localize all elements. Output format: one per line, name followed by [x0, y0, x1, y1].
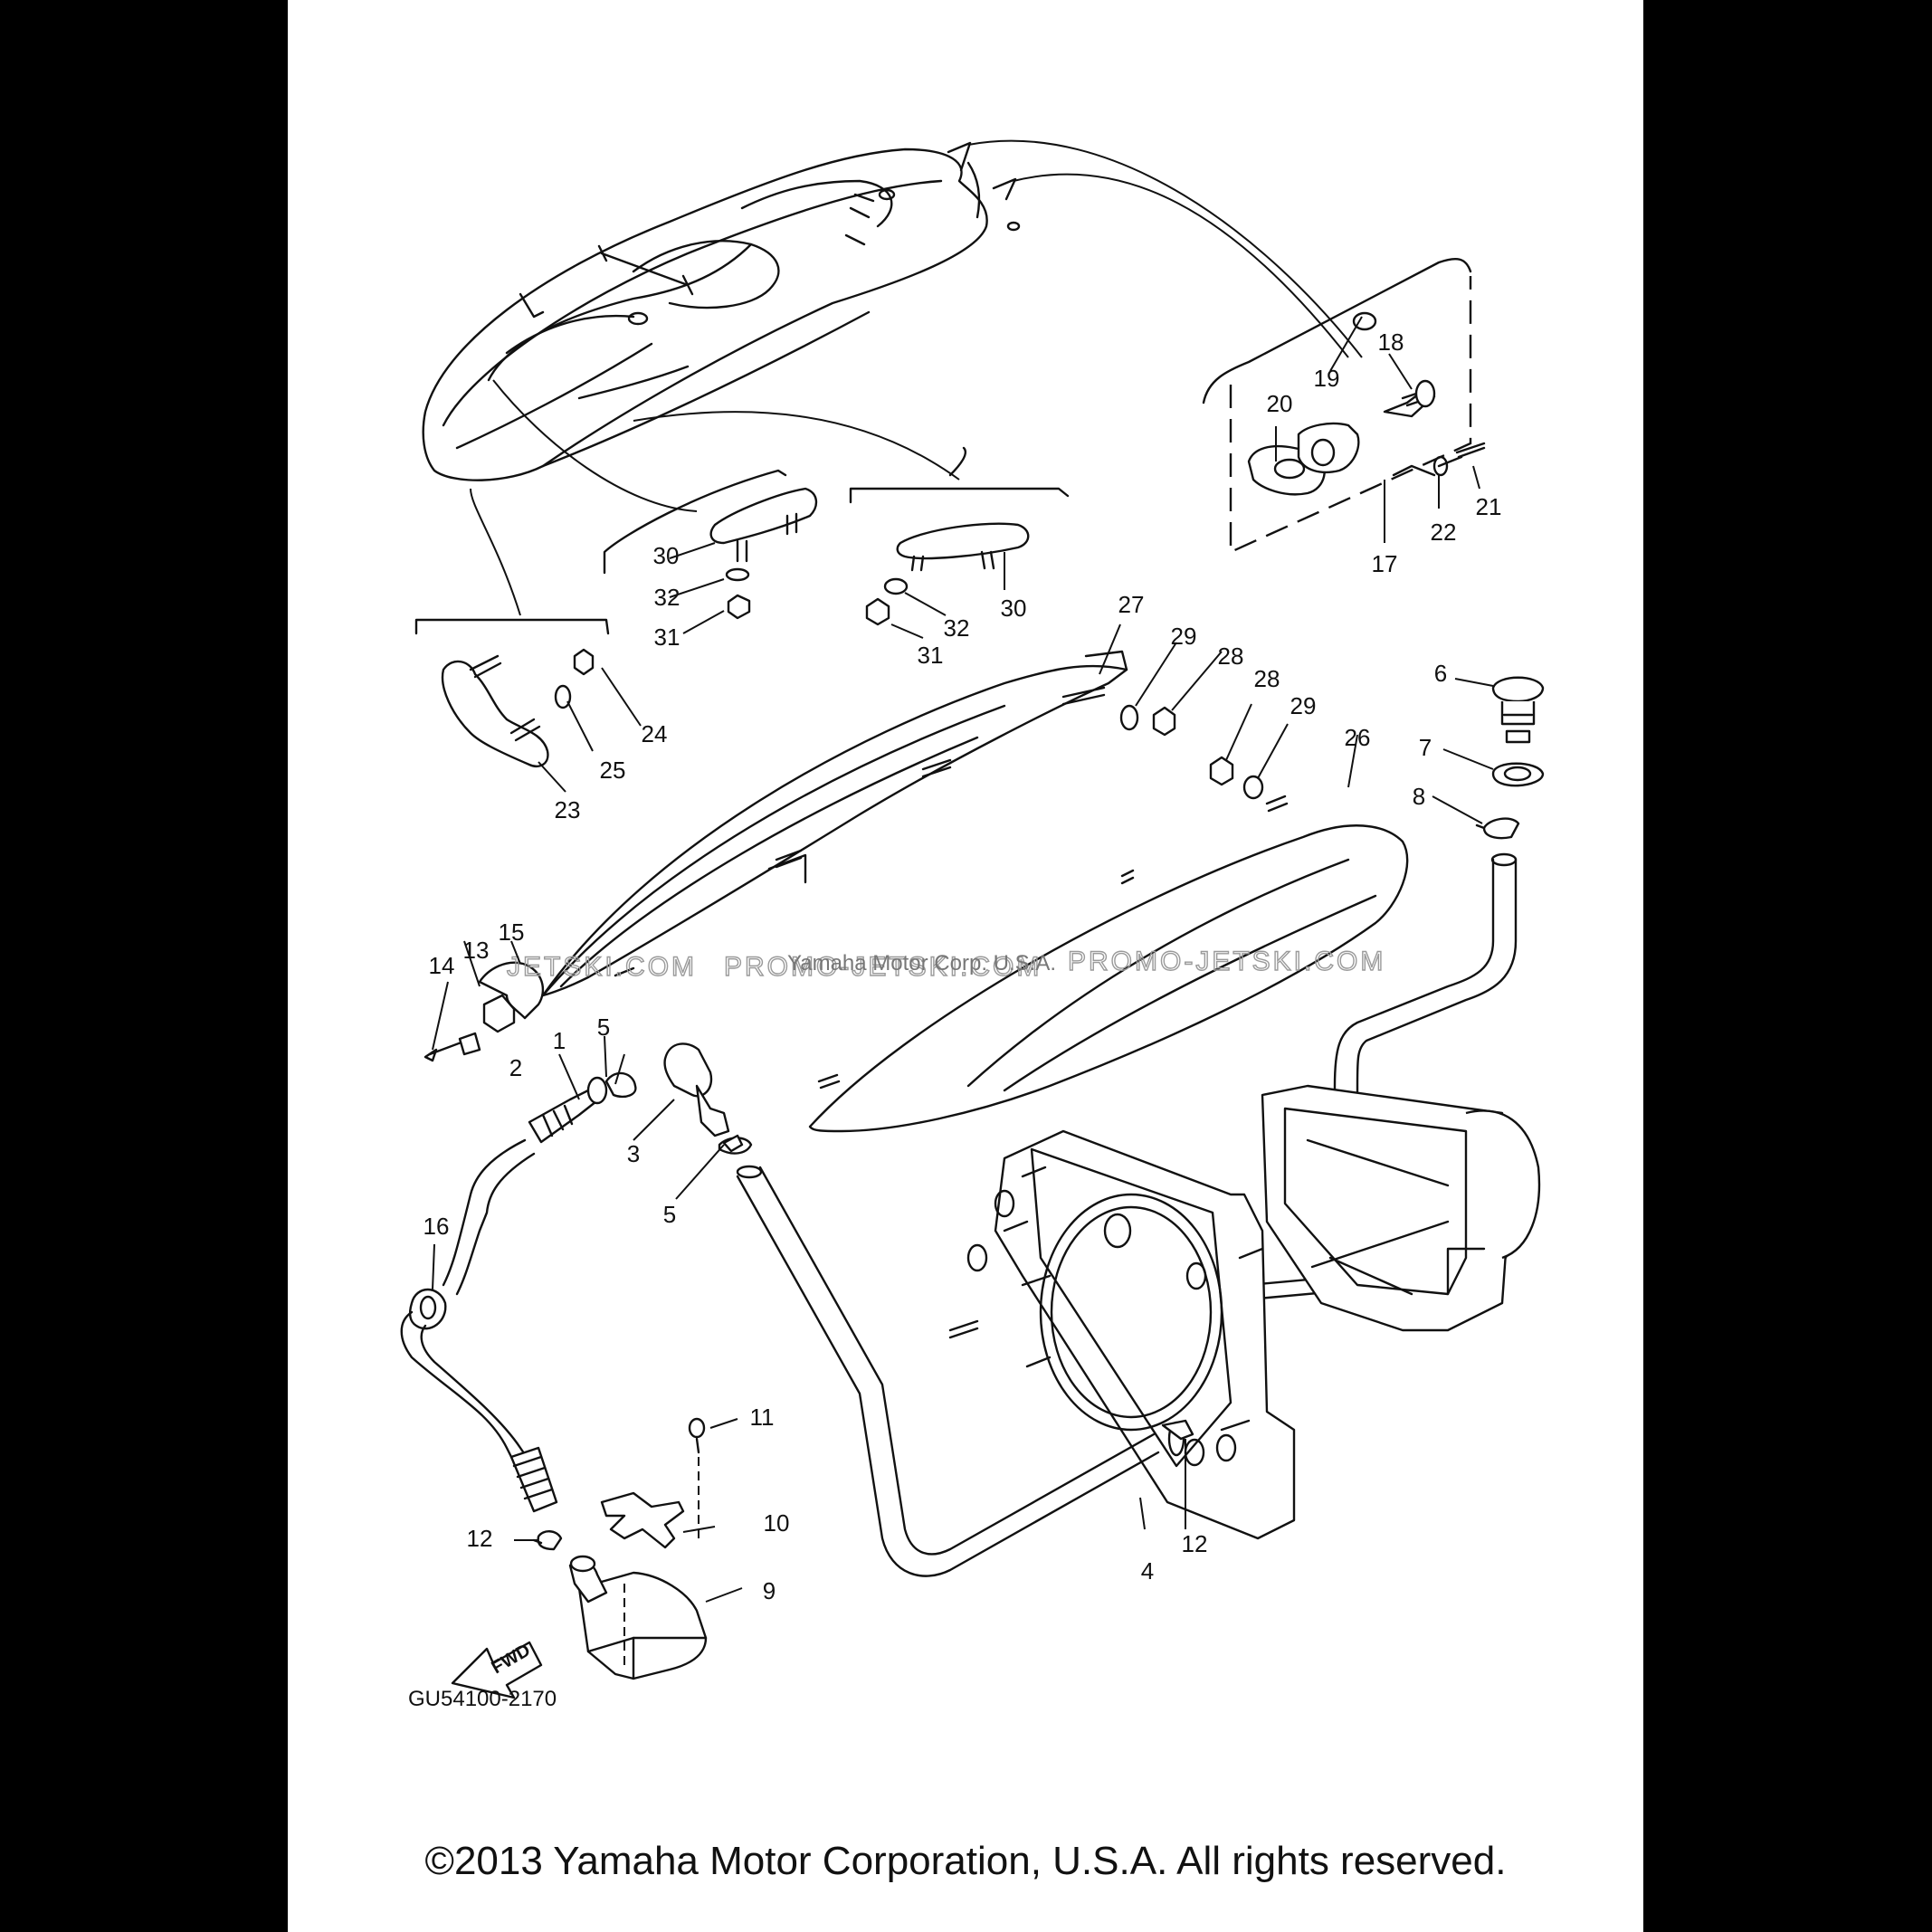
watermark-faint: Yamaha Motor Corp. U.S.A.: [787, 951, 1056, 976]
copyright-notice: ©2013 Yamaha Motor Corporation, U.S.A. A…: [424, 1839, 1507, 1883]
callout-18: 18: [1378, 328, 1404, 356]
watermark: JETSKI.COM PROMO-JETSKI.COM PROMO-JETSKI…: [506, 946, 1385, 982]
drain-plug-group: [1202, 257, 1486, 554]
side-panels: [541, 650, 1409, 1133]
hose-4: [736, 1165, 1194, 1577]
callout-3: 3: [627, 1140, 640, 1167]
grab-handle-left: [603, 469, 818, 620]
callout-13: 13: [463, 937, 490, 964]
callout-30a: 30: [653, 542, 680, 569]
watermark-left: JETSKI.COM: [507, 952, 697, 982]
callout-21: 21: [1476, 493, 1502, 520]
callout-31a: 31: [654, 623, 680, 651]
callout-15: 15: [499, 918, 525, 946]
callout-9: 9: [763, 1577, 776, 1604]
callout-29a: 29: [1171, 623, 1197, 650]
callout-1: 1: [553, 1027, 566, 1054]
callout-11: 11: [750, 1404, 775, 1431]
callout-27: 27: [1118, 591, 1145, 618]
hook-group: [414, 618, 610, 768]
callout-19: 19: [1314, 365, 1340, 392]
callout-32a: 32: [654, 584, 680, 611]
callout-30b: 30: [1001, 595, 1027, 622]
callout-20: 20: [1267, 390, 1293, 417]
watercraft-illustration: [422, 148, 1021, 481]
callout-28a: 28: [1218, 642, 1244, 670]
fitting-group: [400, 1042, 753, 1513]
callout-26: 26: [1345, 724, 1371, 751]
callout-numbers: 1 2 3 4 5 5 6 7 8 9 10 11 12 12 13 14 15…: [424, 328, 1502, 1604]
grab-handle-right: [849, 446, 1070, 626]
callout-22: 22: [1431, 519, 1457, 546]
callout-14: 14: [429, 952, 455, 979]
callout-25: 25: [600, 757, 626, 784]
drawing-code: GU54100-2170: [408, 1687, 557, 1711]
watermark-mid: PROMO-JETSKI.COM: [724, 952, 1042, 982]
tank-group: [532, 1417, 708, 1680]
callout-2: 2: [509, 1054, 522, 1081]
callout-29b: 29: [1290, 692, 1317, 719]
leader-arrows: [470, 139, 1363, 616]
callout-24: 24: [642, 720, 668, 747]
callout-6: 6: [1434, 660, 1447, 687]
callout-16: 16: [424, 1213, 450, 1240]
callout-17: 17: [1372, 550, 1398, 577]
callout-10: 10: [764, 1509, 790, 1537]
callout-5a: 5: [597, 1014, 610, 1041]
callout-31b: 31: [918, 642, 944, 669]
callout-12b: 12: [1182, 1530, 1208, 1557]
callout-7: 7: [1419, 734, 1432, 761]
jet-pump-housing: [948, 1084, 1541, 1540]
callout-32b: 32: [944, 614, 970, 642]
callout-23: 23: [555, 796, 581, 823]
callout-12a: 12: [467, 1525, 493, 1552]
callout-5b: 5: [663, 1201, 676, 1228]
callout-8: 8: [1413, 783, 1425, 810]
fasteners-28-29: [1119, 704, 1264, 800]
watermark-right: PROMO-JETSKI.COM: [1068, 947, 1385, 976]
callout-28b: 28: [1254, 665, 1280, 692]
callout-4: 4: [1141, 1557, 1154, 1585]
drain-cap-group: [1475, 676, 1545, 840]
callout-leaders: [432, 316, 1494, 1603]
clip-group: [424, 961, 545, 1062]
